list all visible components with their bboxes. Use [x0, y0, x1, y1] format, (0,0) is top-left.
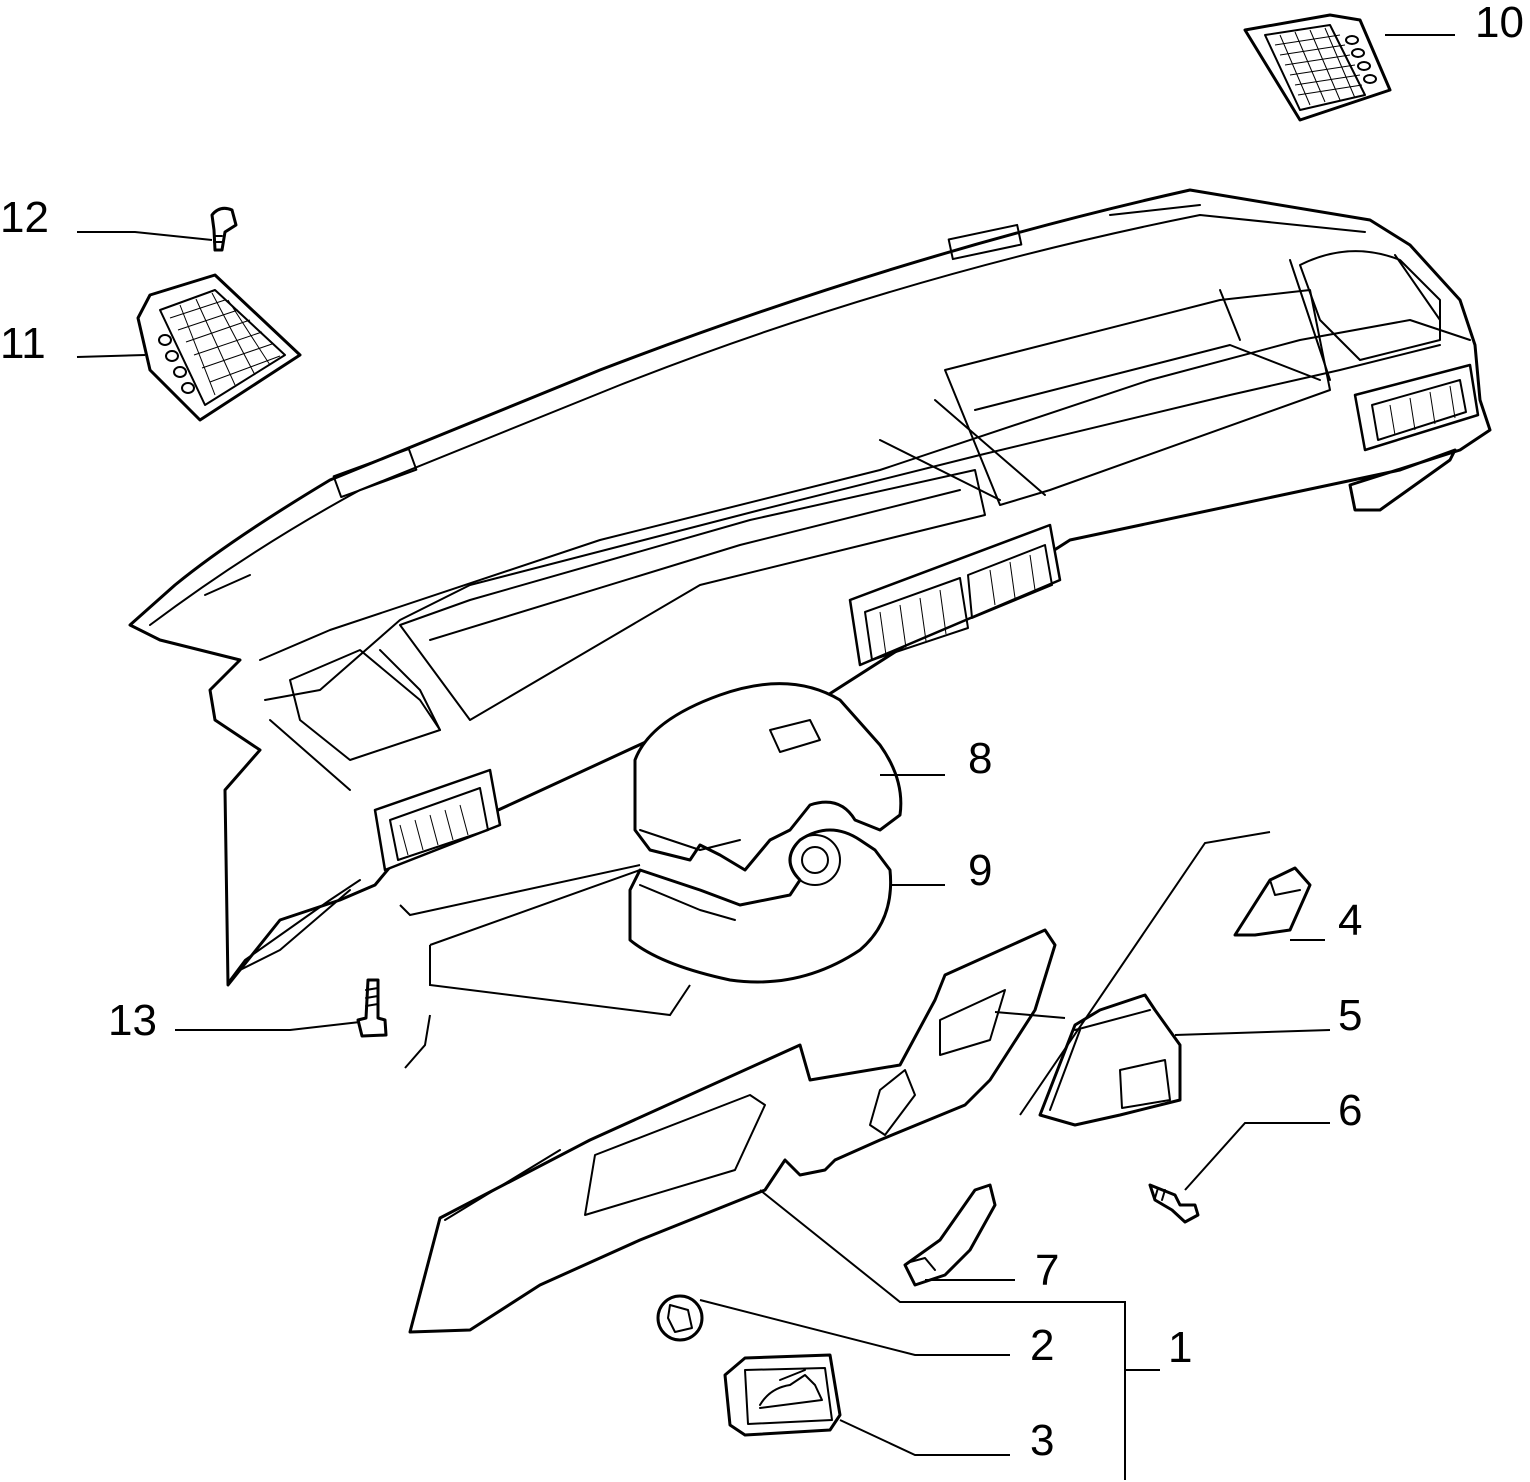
small-bracket-7: [903, 1183, 997, 1287]
left-air-vent: [373, 768, 502, 872]
leader-lines: [76, 34, 1455, 1480]
callout-3: 3: [1030, 1416, 1054, 1465]
lower-trim-panel: [408, 928, 1057, 1334]
callout-13: 13: [108, 996, 157, 1045]
callout-10: 10: [1475, 0, 1524, 47]
bolt-12: [210, 206, 238, 252]
switch-housing: [1038, 993, 1182, 1127]
bonnet-release-switch: [723, 1353, 842, 1437]
callout-8: 8: [968, 734, 992, 783]
dashboard-panel: [128, 188, 1492, 987]
round-clip: [656, 1294, 704, 1342]
callout-7: 7: [1035, 1246, 1059, 1295]
callout-9: 9: [968, 846, 992, 895]
callout-5: 5: [1338, 991, 1362, 1040]
upper-steering-column-cover: [633, 682, 903, 872]
callout-4: 4: [1338, 896, 1362, 945]
right-air-vent: [1353, 363, 1480, 452]
speaker-grille-10: [1243, 13, 1392, 122]
center-air-vents: [848, 523, 1062, 667]
screw-13: [356, 978, 388, 1038]
callout-2: 2: [1030, 1321, 1054, 1370]
callout-6: 6: [1338, 1086, 1362, 1135]
callout-11: 11: [0, 319, 46, 368]
lower-steering-column-cover: [628, 828, 893, 984]
speaker-grille-11: [136, 273, 302, 422]
small-bracket-4: [1233, 866, 1312, 937]
callout-1: 1: [1168, 1323, 1192, 1372]
callout-12: 12: [0, 193, 49, 242]
screw-6: [1148, 1183, 1200, 1224]
